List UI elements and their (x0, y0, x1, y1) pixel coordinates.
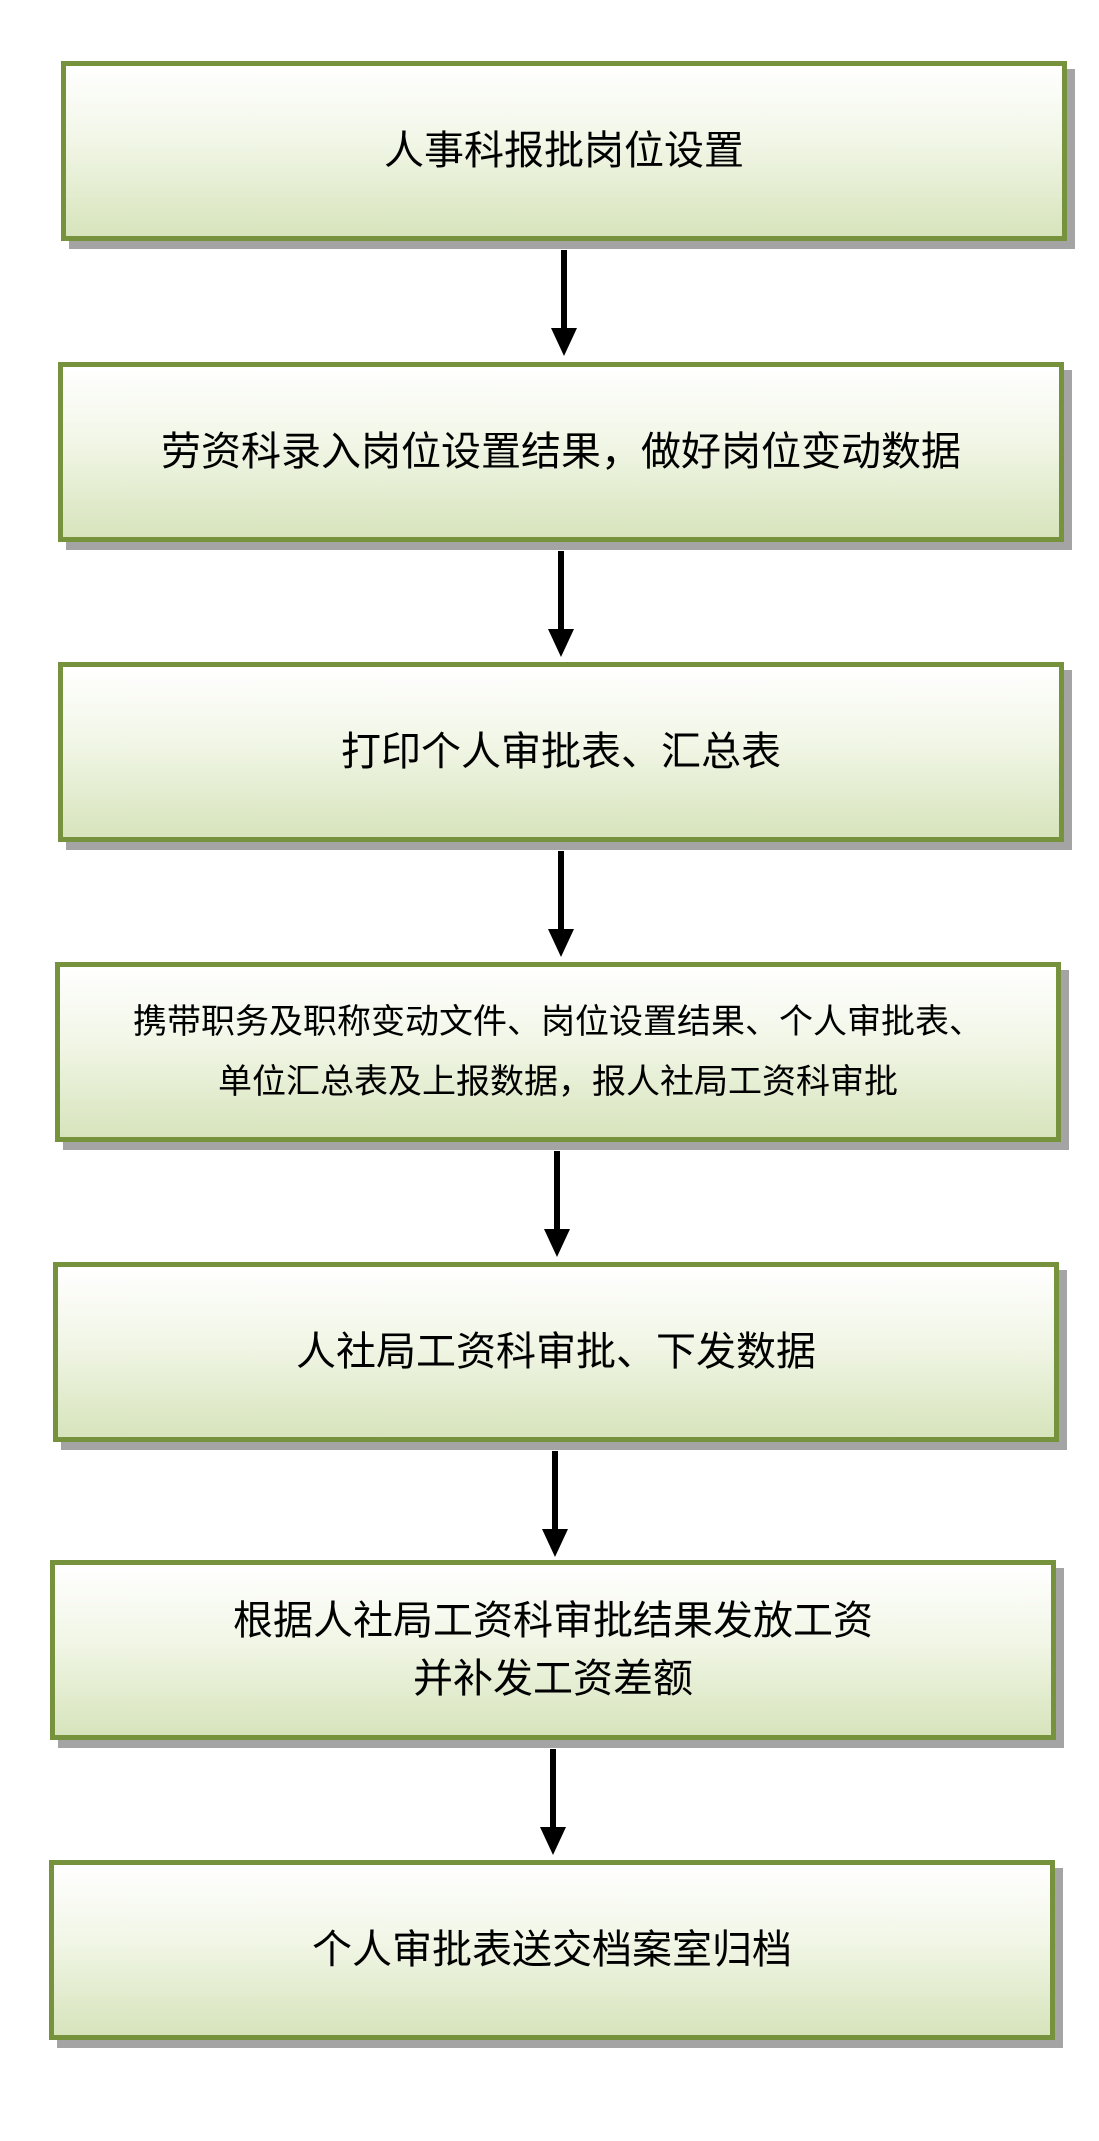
step-label-3: 打印个人审批表、汇总表 (341, 729, 781, 775)
step-box-5: 人社局工资科审批、下发数据 (53, 1262, 1059, 1442)
arrow-down-icon (538, 1749, 568, 1857)
step-box-6: 根据人社局工资科审批结果发放工资 并补发工资差额 (50, 1560, 1056, 1740)
step-box-7: 个人审批表送交档案室归档 (49, 1860, 1055, 2040)
step-label-5: 人社局工资科审批、下发数据 (296, 1329, 816, 1375)
step-label-4: 携带职务及职称变动文件、岗位设置结果、个人审批表、 单位汇总表及上报数据，报人社… (133, 1002, 983, 1102)
step-box-1: 人事科报批岗位设置 (61, 61, 1067, 241)
arrow-down-icon (542, 1151, 572, 1259)
arrow-down-icon (540, 1451, 570, 1559)
step-label-2: 劳资科录入岗位设置结果，做好岗位变动数据 (161, 429, 961, 475)
step-label-6: 根据人社局工资科审批结果发放工资 并补发工资差额 (233, 1598, 873, 1702)
step-box-3: 打印个人审批表、汇总表 (58, 662, 1064, 842)
step-box-4: 携带职务及职称变动文件、岗位设置结果、个人审批表、 单位汇总表及上报数据，报人社… (55, 962, 1061, 1142)
arrow-down-icon (549, 250, 579, 358)
step-label-1: 人事科报批岗位设置 (384, 128, 744, 174)
step-label-7: 个人审批表送交档案室归档 (312, 1927, 792, 1973)
arrow-down-icon (546, 851, 576, 959)
step-box-2: 劳资科录入岗位设置结果，做好岗位变动数据 (58, 362, 1064, 542)
arrow-down-icon (546, 551, 576, 659)
